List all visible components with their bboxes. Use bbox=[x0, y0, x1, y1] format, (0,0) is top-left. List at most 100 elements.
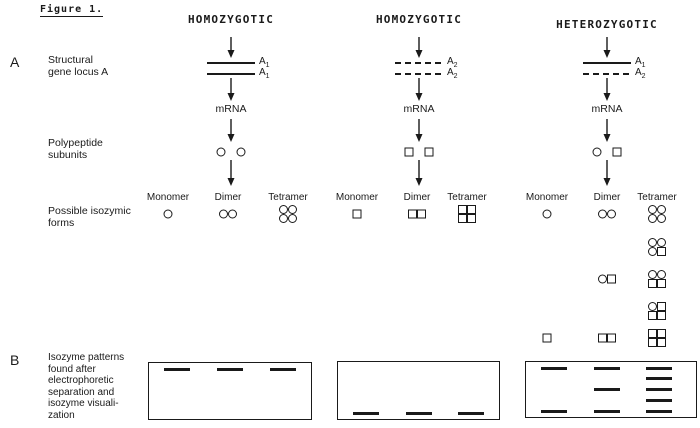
allele-line bbox=[395, 73, 443, 75]
circle-subunit-icon bbox=[288, 205, 297, 214]
allele-subscript: 2 bbox=[641, 73, 646, 80]
gel-band bbox=[594, 388, 620, 391]
allele-label: A1 bbox=[259, 67, 270, 80]
subunit-form bbox=[424, 147, 434, 157]
square-subunit-icon bbox=[607, 274, 616, 284]
subunit-form bbox=[404, 147, 414, 157]
square-subunit-icon bbox=[598, 333, 607, 343]
circle-subunit-icon bbox=[598, 274, 607, 284]
form-header-monomer: Monomer bbox=[525, 192, 569, 203]
circle-subunit-icon bbox=[648, 214, 657, 223]
form-header-tetramer: Tetramer bbox=[268, 192, 308, 203]
down-arrow-icon bbox=[227, 119, 235, 142]
allele-label: A2 bbox=[447, 67, 458, 80]
circle-subunit-icon bbox=[657, 270, 666, 279]
allele-subscript: 1 bbox=[641, 62, 646, 69]
column-title: HOMOZYGOTIC bbox=[187, 13, 275, 26]
square-subunit-icon bbox=[542, 333, 552, 343]
monomer-form bbox=[542, 209, 552, 219]
gel-band bbox=[541, 410, 567, 413]
square-subunit-icon bbox=[648, 279, 657, 288]
section-b-label: B bbox=[10, 352, 20, 368]
dimer-form bbox=[598, 333, 616, 343]
dimer-form bbox=[598, 274, 616, 284]
form-header-tetramer: Tetramer bbox=[637, 192, 677, 203]
circle-subunit-icon bbox=[592, 147, 602, 157]
square-subunit-icon bbox=[657, 311, 666, 320]
square-subunit-icon bbox=[417, 209, 426, 219]
form-header-dimer: Dimer bbox=[593, 192, 621, 203]
label-line: forms bbox=[48, 217, 75, 229]
gel-band bbox=[646, 367, 672, 370]
mrna-label: mRNA bbox=[403, 103, 435, 115]
monomer-form bbox=[163, 209, 173, 219]
circle-subunit-icon bbox=[288, 214, 297, 223]
allele-line bbox=[395, 62, 443, 64]
down-arrow-icon bbox=[415, 37, 423, 58]
tetramer-form bbox=[648, 238, 666, 256]
down-arrow-icon bbox=[603, 160, 611, 186]
mrna-label: mRNA bbox=[591, 103, 623, 115]
square-subunit-icon bbox=[424, 147, 434, 157]
gel-band bbox=[541, 367, 567, 370]
square-subunit-icon bbox=[657, 302, 666, 311]
circle-subunit-icon bbox=[648, 302, 657, 311]
gel-band bbox=[646, 410, 672, 413]
circle-subunit-icon bbox=[236, 147, 246, 157]
mrna-label: mRNA bbox=[215, 103, 247, 115]
dimer-form bbox=[219, 209, 237, 219]
tetramer-form bbox=[648, 270, 666, 288]
down-arrow-icon bbox=[603, 78, 611, 101]
square-subunit-icon bbox=[458, 205, 467, 214]
subunit-form bbox=[236, 147, 246, 157]
form-header-dimer: Dimer bbox=[403, 192, 431, 203]
down-arrow-icon bbox=[415, 78, 423, 101]
label-line: gene locus A bbox=[48, 66, 109, 78]
label-line: found after bbox=[48, 363, 96, 375]
circle-subunit-icon bbox=[219, 209, 228, 219]
square-subunit-icon bbox=[657, 247, 666, 256]
subunit-form bbox=[216, 147, 226, 157]
square-subunit-icon bbox=[648, 338, 657, 347]
circle-subunit-icon bbox=[598, 209, 607, 219]
monomer-form bbox=[542, 333, 552, 343]
dimer-form bbox=[598, 209, 616, 219]
allele-label: A2 bbox=[635, 67, 646, 80]
isozymic-forms-row-label: Possible isozymic forms bbox=[48, 205, 131, 229]
allele-subscript: 1 bbox=[265, 62, 270, 69]
allele-line bbox=[583, 73, 631, 75]
circle-subunit-icon bbox=[542, 209, 552, 219]
allele-subscript: 2 bbox=[453, 62, 458, 69]
down-arrow-icon bbox=[227, 37, 235, 58]
circle-subunit-icon bbox=[279, 205, 288, 214]
tetramer-form bbox=[648, 205, 666, 223]
circle-subunit-icon bbox=[657, 238, 666, 247]
square-subunit-icon bbox=[657, 338, 666, 347]
allele-line bbox=[583, 62, 631, 64]
label-line: subunits bbox=[48, 149, 88, 161]
tetramer-form bbox=[279, 205, 297, 223]
allele-label: A1 bbox=[259, 56, 270, 69]
label-line: electrophoretic bbox=[48, 375, 114, 386]
form-header-tetramer: Tetramer bbox=[447, 192, 487, 203]
subunit-form bbox=[592, 147, 602, 157]
allele-subscript: 2 bbox=[453, 73, 458, 80]
tetramer-form bbox=[458, 205, 476, 223]
allele-line bbox=[207, 62, 255, 64]
gene-locus-row-label: Structural gene locus A bbox=[48, 54, 108, 78]
form-header-monomer: Monomer bbox=[335, 192, 379, 203]
circle-subunit-icon bbox=[648, 270, 657, 279]
circle-subunit-icon bbox=[657, 214, 666, 223]
circle-subunit-icon bbox=[657, 205, 666, 214]
circle-subunit-icon bbox=[279, 214, 288, 223]
gel-band bbox=[406, 412, 432, 415]
column-title: HOMOZYGOTIC bbox=[375, 13, 463, 26]
square-subunit-icon bbox=[352, 209, 362, 219]
down-arrow-icon bbox=[227, 160, 235, 186]
square-subunit-icon bbox=[408, 209, 417, 219]
circle-subunit-icon bbox=[163, 209, 173, 219]
isozyme-patterns-row-label: Isozyme patterns found after electrophor… bbox=[48, 352, 124, 421]
tetramer-form bbox=[648, 302, 666, 320]
gel-band bbox=[646, 377, 672, 380]
